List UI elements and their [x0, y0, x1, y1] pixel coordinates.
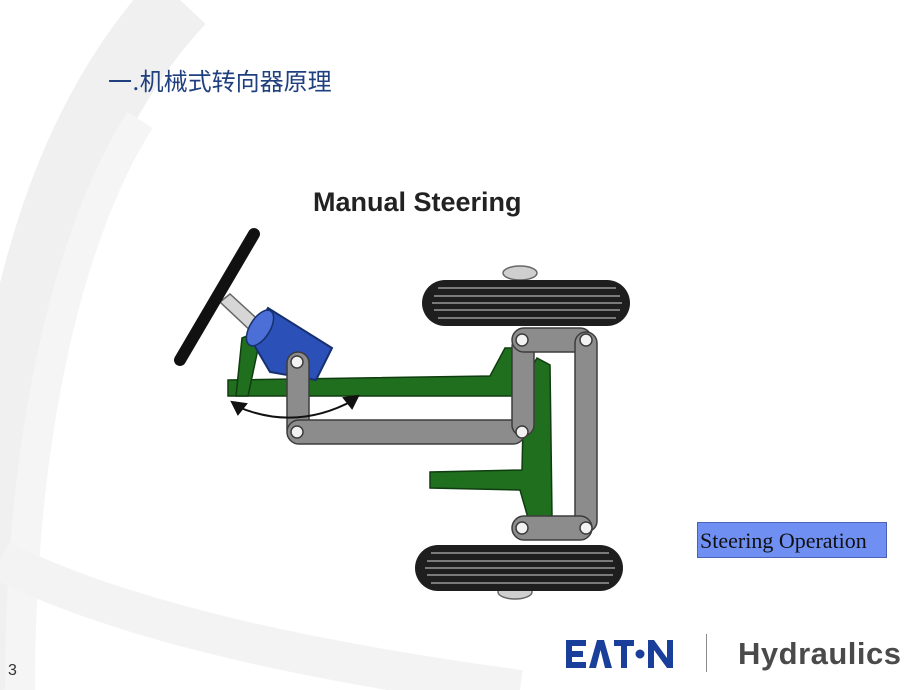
eaton-logo [566, 640, 673, 668]
slide-title: 一.机械式转向器原理 [108, 68, 332, 96]
footer-divider [706, 634, 707, 672]
steering-operation-link[interactable]: Steering Operation [697, 522, 887, 558]
manual-steering-diagram [174, 228, 630, 600]
steering-box [245, 306, 334, 382]
upper-tire [422, 265, 630, 326]
diagram-title: Manual Steering [313, 187, 522, 217]
rotation-arrow [230, 394, 360, 419]
lower-tire [415, 545, 623, 600]
page-number: 3 [8, 662, 17, 679]
footer-brand: Hydraulics [738, 636, 902, 671]
